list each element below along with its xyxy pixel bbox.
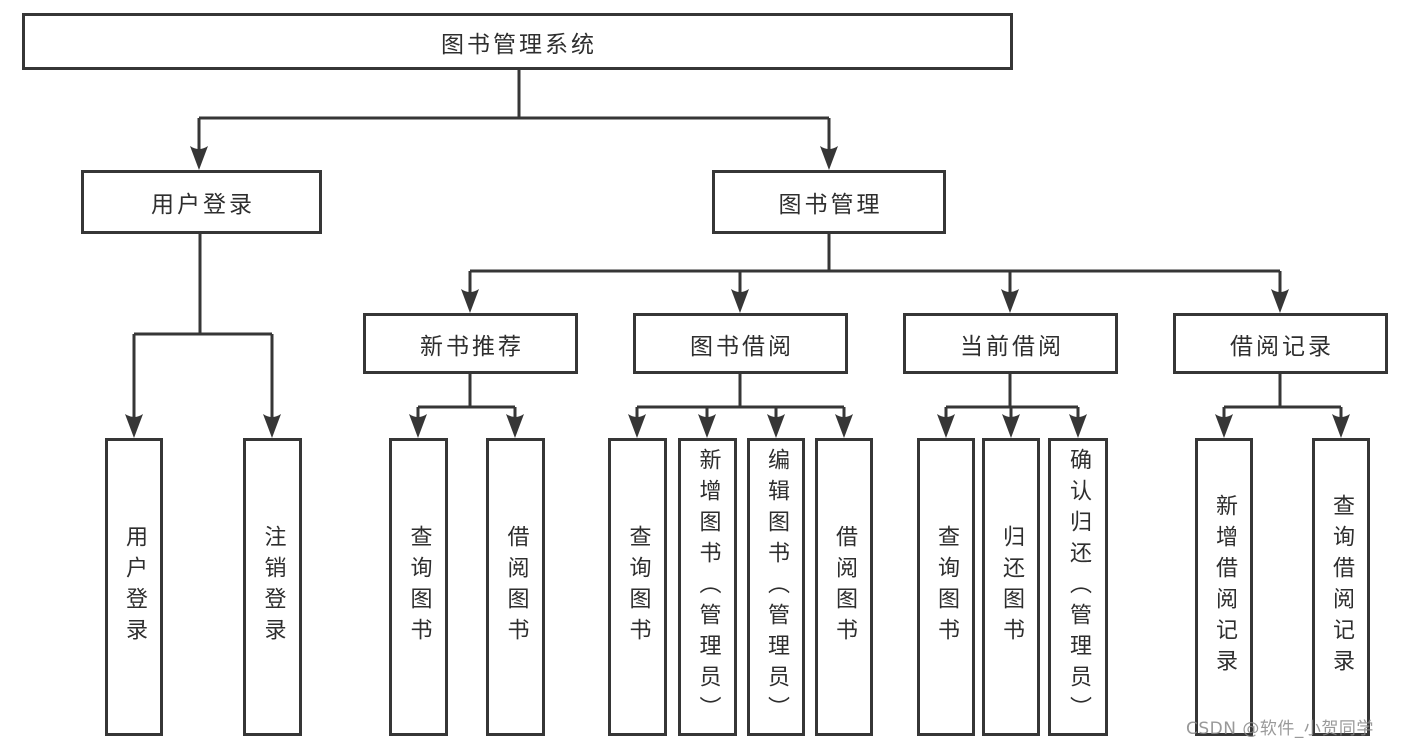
- leaf-bb-borrow-book: 借阅图书: [815, 438, 873, 736]
- leaf-bb-query-book-label: 查询图书: [625, 525, 651, 649]
- leaf-rec-add-record: 新增借阅记录: [1195, 438, 1253, 736]
- leaf-cb-return-book: 归还图书: [982, 438, 1040, 736]
- leaf-bb-borrow-book-label: 借阅图书: [832, 525, 857, 649]
- leaf-cb-return-book-label: 归还图书: [999, 525, 1024, 649]
- connector-current-borrow: [944, 373, 1080, 420]
- leaf-cb-query-book-label: 查询图书: [934, 525, 959, 649]
- leaf-cb-confirm-return: 确认归还（管理员）: [1048, 438, 1108, 736]
- node-root: 图书管理系统: [22, 13, 1013, 70]
- node-current-borrow: 当前借阅: [903, 313, 1118, 374]
- leaf-rec-query-record: 查询借阅记录: [1312, 438, 1370, 736]
- node-book-borrow-label: 图书借阅: [690, 333, 794, 360]
- leaf-user-login-label: 用户登录: [122, 525, 147, 649]
- node-book-management: 图书管理: [712, 170, 946, 234]
- node-new-book-recommend: 新书推荐: [363, 313, 578, 374]
- leaf-logout: 注销登录: [243, 438, 302, 736]
- connector-borrow-records: [1222, 373, 1343, 420]
- node-new-book-recommend-label: 新书推荐: [420, 333, 524, 360]
- node-current-borrow-label: 当前借阅: [960, 333, 1064, 360]
- leaf-nb-borrow-book: 借阅图书: [486, 438, 545, 736]
- arrowhead-icons: [125, 146, 1350, 438]
- leaf-cb-confirm-return-label: 确认归还（管理员）: [1066, 447, 1091, 727]
- leaf-logout-label: 注销登录: [260, 525, 286, 649]
- node-user-login: 用户登录: [81, 170, 322, 234]
- leaf-cb-query-book: 查询图书: [917, 438, 975, 736]
- leaf-bb-query-book: 查询图书: [608, 438, 667, 736]
- leaf-bb-edit-book-label: 编辑图书（管理员）: [764, 447, 789, 727]
- leaf-nb-query-book: 查询图书: [389, 438, 448, 736]
- leaf-nb-query-book-label: 查询图书: [406, 525, 432, 649]
- node-borrow-records-label: 借阅记录: [1230, 333, 1334, 360]
- connector-book-borrow: [635, 373, 846, 420]
- leaf-rec-add-record-label: 新增借阅记录: [1212, 494, 1237, 680]
- csdn-watermark: CSDN @软件_小贺同学: [1186, 719, 1374, 739]
- leaf-bb-add-book: 新增图书（管理员）: [678, 438, 737, 736]
- node-book-borrow: 图书借阅: [633, 313, 848, 374]
- connector-root: [197, 69, 831, 150]
- leaf-nb-borrow-book-label: 借阅图书: [503, 525, 529, 649]
- leaf-bb-add-book-label: 新增图书（管理员）: [695, 447, 721, 727]
- node-user-login-label: 用户登录: [151, 192, 255, 218]
- leaf-bb-edit-book: 编辑图书（管理员）: [747, 438, 805, 736]
- node-root-label: 图书管理系统: [441, 31, 597, 58]
- node-borrow-records: 借阅记录: [1173, 313, 1388, 374]
- leaf-user-login: 用户登录: [105, 438, 163, 736]
- connector-book-management: [468, 233, 1282, 293]
- connector-new-book: [416, 373, 517, 420]
- node-book-management-label: 图书管理: [778, 192, 883, 218]
- connector-user-login: [132, 233, 274, 420]
- leaf-rec-query-record-label: 查询借阅记录: [1329, 494, 1354, 680]
